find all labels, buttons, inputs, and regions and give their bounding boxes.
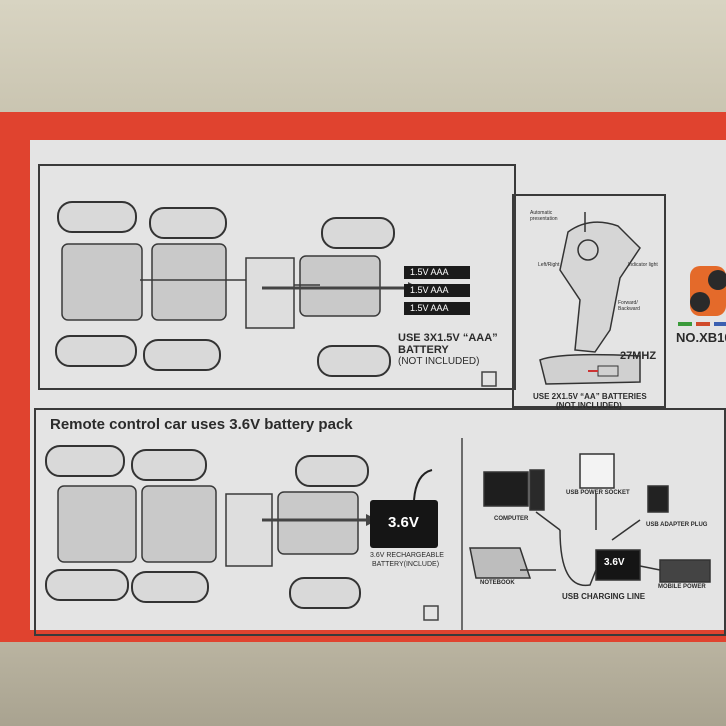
aaa-battery-note-2: BATTERY [398, 344, 449, 356]
aaa-battery-label-3: 1.5V AAA [410, 303, 449, 313]
remote-control-drawing [539, 212, 641, 385]
charging-diagram [469, 453, 711, 587]
remote-label-automatic: Automatic presentation [530, 210, 558, 222]
model-car-photo [690, 266, 726, 316]
aaa-batteries [404, 266, 470, 315]
model-number: NO.XB10 [676, 330, 726, 345]
charging-usb-socket-label: USB POWER SOCKET [566, 490, 630, 496]
battery-pack [370, 500, 438, 548]
section-heading: Remote control car uses 3.6V battery pac… [50, 416, 353, 433]
remote-battery-note-2: (NOT INCLUDED) [556, 401, 622, 410]
remote-label-forward: Forward/ Backward [618, 300, 640, 312]
charging-pack-label: 3.6V [604, 557, 625, 568]
battery-pack-label: 3.6V [388, 514, 419, 531]
background-wall [0, 0, 726, 118]
background-table [0, 630, 726, 726]
aaa-battery-note-3: (NOT INCLUDED) [398, 356, 480, 367]
aaa-battery-note-1: USE 3X1.5V “AAA” [398, 332, 498, 344]
remote-label-left-right: Left/Right [538, 262, 560, 268]
remote-frequency: 27MHZ [620, 350, 657, 362]
top-battery-frame [38, 164, 516, 390]
aaa-battery-label-2: 1.5V AAA [410, 285, 449, 295]
remote-label-indicator: Indicator light [628, 262, 658, 268]
remote-battery-note-1: USE 2X1.5V “AA” BATTERIES [533, 392, 647, 401]
charging-mobile-power-label: MOBILE POWER [658, 584, 706, 590]
top-car-wheels [55, 201, 395, 377]
charging-usb-adapter-label: USB ADAPTER PLUG [646, 522, 708, 528]
charging-notebook-label: NOTEBOOK [480, 580, 515, 586]
remote-frame [512, 194, 666, 408]
top-car-chassis [61, 243, 381, 329]
bottom-frame [34, 408, 726, 636]
battery-pack-note-1: 3.6V RECHARGEABLE [370, 552, 444, 559]
charging-cable-label: USB CHARGING LINE [562, 592, 646, 601]
battery-pack-note-2: BATTERY(INCLUDE) [372, 561, 440, 568]
bottom-car-wheels [45, 445, 369, 609]
bottom-car-chassis [57, 485, 359, 567]
charging-computer-label: COMPUTER [494, 516, 529, 522]
aaa-battery-label-1: 1.5V AAA [410, 267, 449, 277]
